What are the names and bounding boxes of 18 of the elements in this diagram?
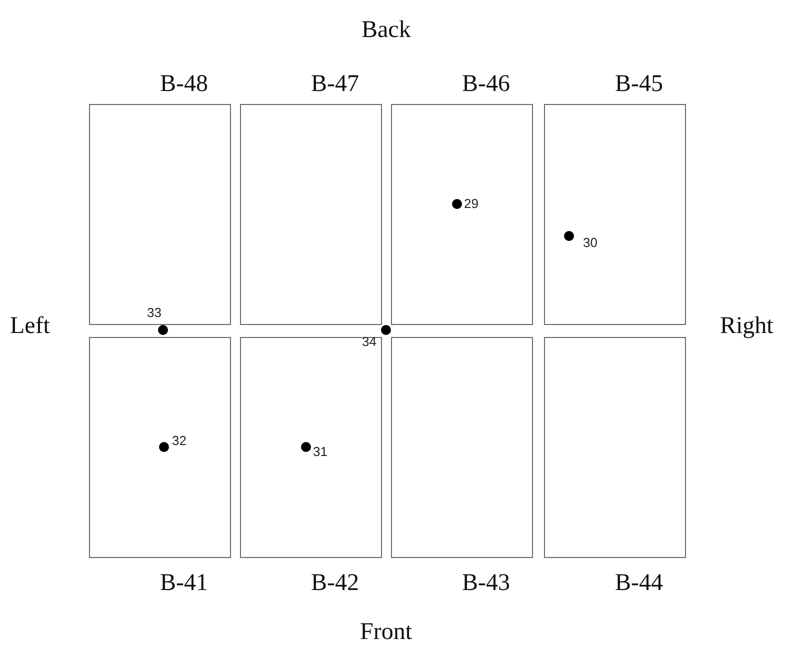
side-label: Front — [360, 620, 412, 644]
panel-label: B-41 — [160, 571, 208, 595]
point-number: 33 — [147, 306, 162, 319]
point-number: 31 — [313, 445, 328, 458]
side-label: Left — [10, 314, 50, 338]
side-label: Back — [362, 18, 411, 42]
panel-label: B-45 — [615, 72, 663, 96]
point-number: 32 — [172, 434, 186, 447]
panel-label: B-46 — [462, 72, 510, 96]
point-number: 30 — [583, 236, 598, 249]
point-number: 34 — [362, 335, 376, 348]
panel-label: B-44 — [615, 571, 663, 595]
point-number: 29 — [464, 197, 478, 210]
panel-label: B-42 — [311, 571, 359, 595]
panel-label: B-47 — [311, 72, 359, 96]
panel-label: B-48 — [160, 72, 208, 96]
panel-label: B-43 — [462, 571, 510, 595]
side-label: Right — [720, 314, 774, 338]
